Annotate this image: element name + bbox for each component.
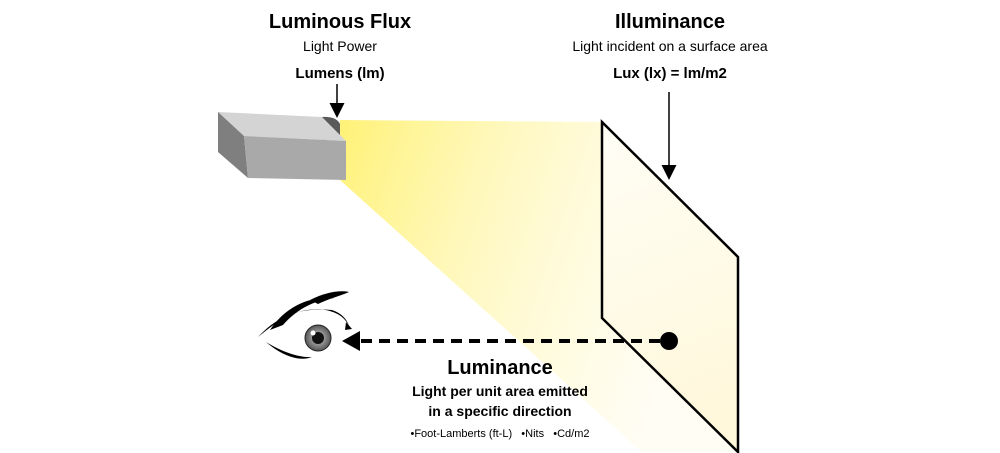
luminance-title: Luminance: [447, 357, 553, 379]
illuminance-subtitle: Light incident on a surface area: [572, 38, 768, 54]
light-beam: [340, 120, 738, 452]
eye-icon: [258, 291, 352, 359]
luminance-units: •Foot-Lamberts (ft-L) •Nits •Cd/m2: [410, 428, 590, 440]
surface-panel: [600, 118, 740, 453]
luminous-flux-subtitle: Light Power: [303, 38, 377, 54]
luminous-flux-unit: Lumens (lm): [295, 65, 385, 82]
illuminance-unit: Lux (lx) = lm/m2: [613, 65, 727, 82]
luminance-description-line1: Light per unit area emitted: [412, 383, 588, 399]
illuminance-title: Illuminance: [614, 11, 726, 33]
luminous-flux-title: Luminous Flux: [268, 11, 412, 33]
light-source-icon: [218, 112, 346, 180]
luminance-description-line2: in a specific direction: [428, 403, 572, 419]
luminance-arrow-icon: [342, 331, 678, 351]
